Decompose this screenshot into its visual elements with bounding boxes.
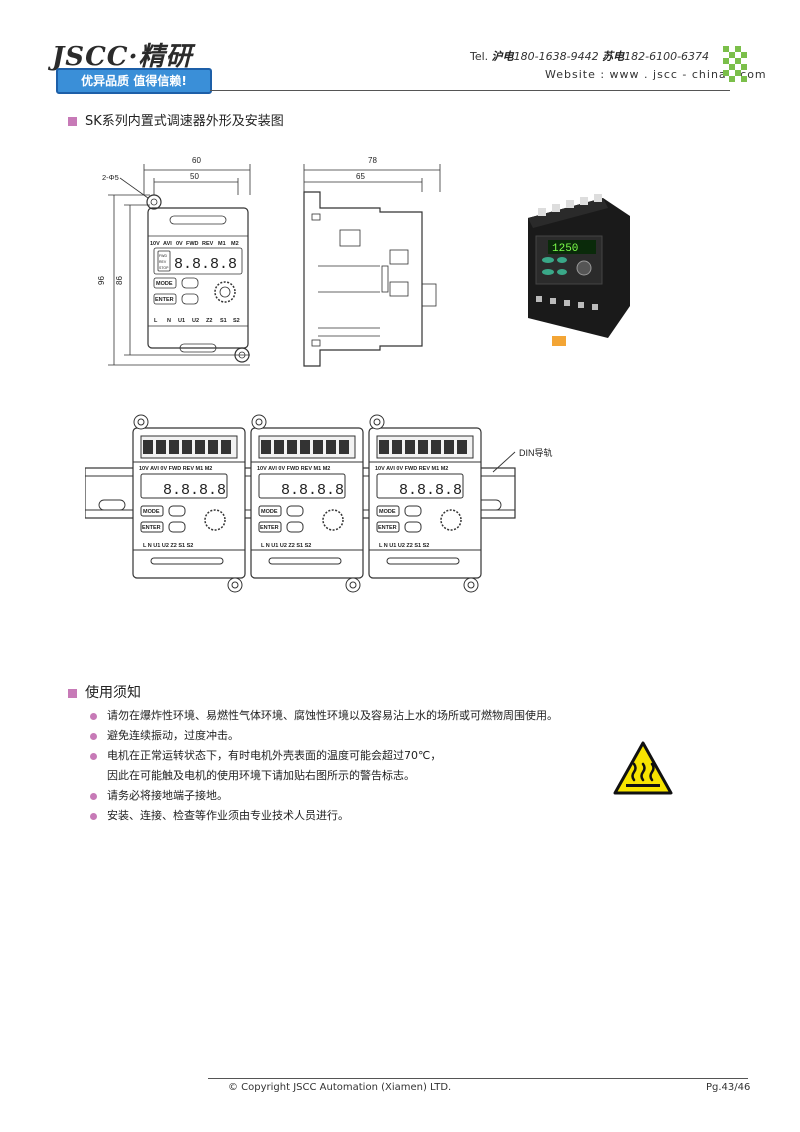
- side-view-drawing: 78 65: [303, 156, 441, 367]
- terminal-label: Z2: [206, 318, 212, 324]
- dim-hole: 2-Φ5: [102, 173, 119, 182]
- bullet-icon: [90, 752, 97, 760]
- front-view-drawing: 60 50 2-Φ5 96 86 10V AVI 0V FWD REV M1 M…: [97, 156, 251, 366]
- website-text: Website : www . jscc - china . com: [545, 68, 767, 81]
- section-title-outline: SK系列内置式调速器外形及安装图: [68, 110, 284, 129]
- terminal-label: FWD: [186, 241, 199, 247]
- dim-65: 65: [356, 172, 365, 181]
- terminal-label: U1: [178, 318, 185, 324]
- status-label: STOP: [159, 266, 169, 270]
- list-item-text: 因此在可能触及电机的使用环境下请加贴右图所示的警告标志。: [107, 769, 415, 782]
- section-title-text: SK系列内置式调速器外形及安装图: [85, 114, 284, 129]
- unit3-terminals-bottom: L N U1 U2 Z2 S1 S2: [379, 543, 429, 549]
- status-label: FWD: [159, 254, 167, 258]
- bullet-icon: [90, 732, 97, 740]
- suzhou-phone: 182-6100-6374: [624, 50, 710, 63]
- dim-60: 60: [192, 156, 201, 165]
- dim-50: 50: [190, 172, 199, 181]
- seven-seg-display: 8.8.8.8: [174, 256, 237, 273]
- list-item-text: 请勿在爆炸性环境、易燃性气体环境、腐蚀性环境以及容易沾上水的场所或可燃物周围使用…: [107, 709, 558, 722]
- hot-surface-warning-icon: [613, 741, 673, 795]
- terminal-label: 0V: [176, 241, 183, 247]
- usage-notes-list: 请勿在爆炸性环境、易燃性气体环境、腐蚀性环境以及容易沾上水的场所或可燃物周围使用…: [90, 706, 610, 826]
- section-marker-icon: [68, 688, 77, 698]
- copyright-text: © Copyright JSCC Automation (Xiamen) LTD…: [228, 1082, 452, 1093]
- dim-86: 86: [115, 276, 124, 285]
- slogan-badge: 优异品质 值得信赖!: [56, 68, 212, 94]
- product-photo: 1250: [528, 194, 630, 346]
- contact-phones: Tel. 沪电180-1638-9442 苏电182-6100-6374: [470, 48, 709, 64]
- dim-96: 96: [97, 276, 106, 285]
- din-rail-assembly: DIN导轨 10V AVI 0V FWD REV M1 M2 L N U1 U2…: [85, 414, 553, 593]
- unit2-terminals-bottom: L N U1 U2 Z2 S1 S2: [261, 543, 311, 549]
- terminal-label: AVI: [163, 241, 172, 247]
- unit1-display: 8.8.8.8: [163, 482, 226, 499]
- unit3-mode: MODE: [379, 509, 396, 515]
- terminal-label: REV: [202, 241, 214, 247]
- terminal-label: N: [167, 318, 171, 324]
- unit3-enter: ENTER: [378, 525, 397, 531]
- din-rail-label: DIN导轨: [519, 447, 553, 458]
- unit1-mode: MODE: [143, 509, 160, 515]
- unit1-terminals-bottom: L N U1 U2 Z2 S1 S2: [143, 543, 193, 549]
- bullet-icon: [90, 712, 97, 720]
- section-title-text: 使用须知: [85, 685, 141, 701]
- suzhou-label: 苏电: [602, 50, 625, 63]
- unit3-display: 8.8.8.8: [399, 482, 462, 499]
- enter-label: ENTER: [155, 297, 174, 303]
- photo-display: 1250: [552, 243, 578, 255]
- terminal-label: U2: [192, 318, 199, 324]
- header-divider: [210, 90, 730, 91]
- tel-label: Tel.: [470, 50, 489, 63]
- terminal-label: 10V: [150, 241, 160, 247]
- bullet-icon: [90, 812, 97, 820]
- list-item: 避免连续振动，过度冲击。: [90, 726, 610, 746]
- status-label: REV: [159, 260, 167, 264]
- list-item-text: 请务必将接地端子接地。: [107, 789, 228, 802]
- unit1-enter: ENTER: [142, 525, 161, 531]
- list-item-text: 电机在正常运转状态下，有时电机外壳表面的温度可能会超过70℃，: [107, 749, 442, 762]
- unit2-terminals-top: 10V AVI 0V FWD REV M1 M2: [257, 466, 330, 472]
- list-item: 电机在正常运转状态下，有时电机外壳表面的温度可能会超过70℃，: [90, 746, 610, 766]
- section-title-usage: 使用须知: [68, 682, 141, 702]
- terminal-label: M1: [218, 241, 226, 247]
- bullet-icon: [90, 792, 97, 800]
- page-number: Pg.43/46: [706, 1082, 751, 1093]
- section-marker-icon: [68, 117, 77, 126]
- unit3-terminals-top: 10V AVI 0V FWD REV M1 M2: [375, 466, 448, 472]
- terminal-label: L: [154, 318, 158, 324]
- list-item-continuation: 因此在可能触及电机的使用环境下请加贴右图所示的警告标志。: [90, 766, 610, 786]
- terminal-label: S1: [220, 318, 227, 324]
- terminal-label: M2: [231, 241, 239, 247]
- unit2-mode: MODE: [261, 509, 278, 515]
- list-item: 请务必将接地端子接地。: [90, 786, 610, 806]
- company-logo: JSCC·精研: [52, 42, 193, 72]
- unit2-enter: ENTER: [260, 525, 279, 531]
- list-item-text: 避免连续振动，过度冲击。: [107, 729, 239, 742]
- footer-divider: [208, 1078, 748, 1079]
- unit2-display: 8.8.8.8: [281, 482, 344, 499]
- checker-pattern-icon: [723, 46, 747, 82]
- shanghai-label: 沪电: [491, 50, 514, 63]
- dim-78: 78: [368, 156, 377, 165]
- terminal-label: S2: [233, 318, 240, 324]
- list-item: 请勿在爆炸性环境、易燃性气体环境、腐蚀性环境以及容易沾上水的场所或可燃物周围使用…: [90, 706, 610, 726]
- mode-label: MODE: [156, 281, 173, 287]
- list-item: 安装、连接、检查等作业须由专业技术人员进行。: [90, 806, 610, 826]
- unit1-terminals-top: 10V AVI 0V FWD REV M1 M2: [139, 466, 212, 472]
- list-item-text: 安装、连接、检查等作业须由专业技术人员进行。: [107, 809, 349, 822]
- shanghai-phone: 180-1638-9442: [513, 50, 599, 63]
